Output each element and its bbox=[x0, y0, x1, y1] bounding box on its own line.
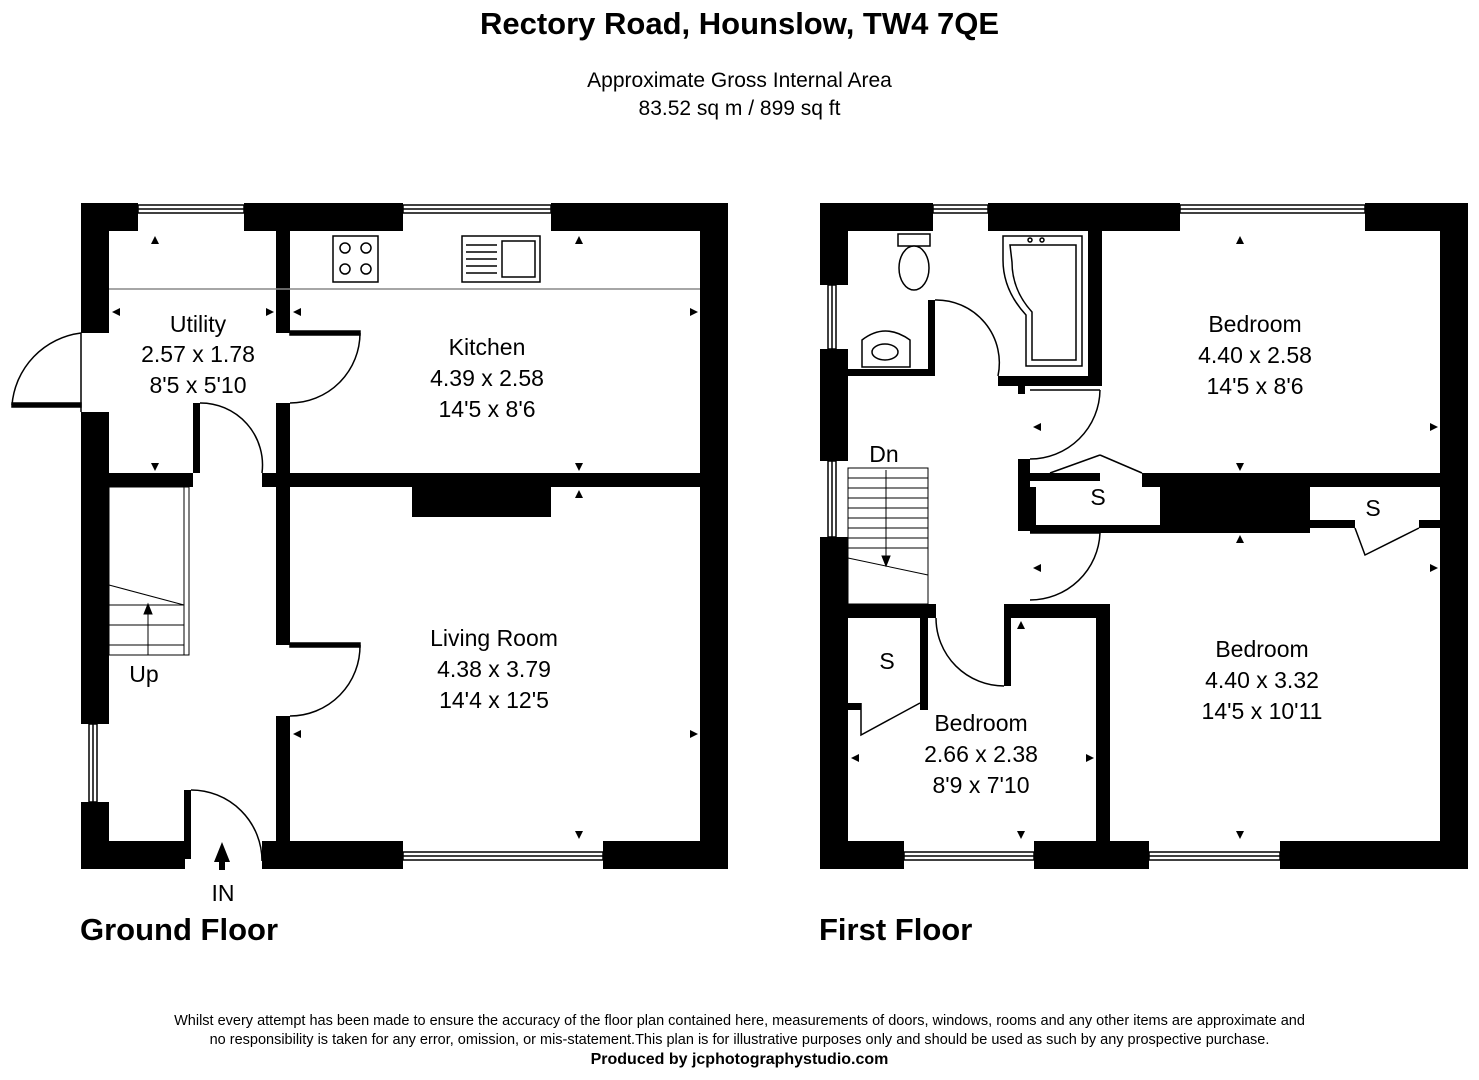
ground-floor-walls bbox=[81, 203, 728, 869]
sink-icon bbox=[461, 235, 541, 283]
room-name: Utility bbox=[170, 311, 227, 337]
room-imperial: 14'5 x 10'11 bbox=[1202, 698, 1323, 724]
ground-floor-doors bbox=[11, 330, 361, 862]
ground-floor-measure-arrows bbox=[112, 236, 698, 839]
first-floor-label: First Floor bbox=[819, 912, 973, 947]
entrance-arrow-icon bbox=[214, 842, 230, 870]
stairs-up bbox=[108, 486, 190, 656]
room-metric: 4.40 x 3.32 bbox=[1205, 667, 1319, 693]
first-floor-measure-arrows bbox=[851, 236, 1438, 839]
room-name: Kitchen bbox=[449, 334, 526, 360]
entrance-label: IN bbox=[212, 880, 235, 906]
plan-title: Rectory Road, Hounslow, TW4 7QE bbox=[479, 6, 1000, 41]
room-name: Bedroom bbox=[1215, 636, 1308, 662]
area-heading: Approximate Gross Internal Area bbox=[587, 69, 892, 92]
ground-floor-windows bbox=[88, 204, 604, 861]
disclaimer-line-1: Whilst every attempt has been made to en… bbox=[174, 1013, 1305, 1029]
room-bedroom-2: Bedroom 4.40 x 3.32 14'5 x 10'11 bbox=[1202, 636, 1323, 724]
first-floor-plan: Bedroom 4.40 x 2.58 14'5 x 8'6 Bedroom 4… bbox=[820, 203, 1468, 869]
stairs-up-label: Up bbox=[129, 661, 158, 687]
room-metric: 4.38 x 3.79 bbox=[437, 656, 551, 682]
disclaimer-line-2: no responsibility is taken for any error… bbox=[209, 1032, 1270, 1048]
room-imperial: 14'4 x 12'5 bbox=[439, 687, 549, 713]
room-metric: 4.39 x 2.58 bbox=[430, 365, 544, 391]
ground-floor-plan: Utility 2.57 x 1.78 8'5 x 5'10 Kitchen 4… bbox=[11, 203, 728, 906]
room-imperial: 8'5 x 5'10 bbox=[149, 372, 246, 398]
room-imperial: 8'9 x 7'10 bbox=[932, 772, 1029, 798]
room-imperial: 14'5 x 8'6 bbox=[1206, 373, 1303, 399]
room-name: Bedroom bbox=[1208, 311, 1301, 337]
room-metric: 4.40 x 2.58 bbox=[1198, 342, 1312, 368]
stairs-down-label: Dn bbox=[869, 441, 898, 467]
room-name: Bedroom bbox=[934, 710, 1027, 736]
room-bedroom-3: Bedroom 2.66 x 2.38 8'9 x 7'10 bbox=[924, 710, 1038, 798]
hob-icon bbox=[332, 235, 379, 283]
bath-icon bbox=[1002, 235, 1083, 367]
area-summary: Approximate Gross Internal Area 83.52 sq… bbox=[0, 67, 1479, 123]
toilet-icon bbox=[897, 233, 931, 291]
stairs-down bbox=[847, 467, 929, 605]
area-value: 83.52 sq m / 899 sq ft bbox=[638, 97, 841, 120]
room-metric: 2.66 x 2.38 bbox=[924, 741, 1038, 767]
first-floor-doors bbox=[860, 299, 1420, 737]
room-name: Living Room bbox=[430, 625, 558, 651]
storage-label: S bbox=[879, 648, 894, 674]
room-utility: Utility 2.57 x 1.78 8'5 x 5'10 bbox=[141, 311, 255, 398]
storage-label: S bbox=[1090, 484, 1105, 510]
room-kitchen: Kitchen 4.39 x 2.58 14'5 x 8'6 bbox=[430, 334, 544, 422]
storage-label: S bbox=[1365, 495, 1380, 521]
basin-icon bbox=[861, 330, 911, 368]
producer-credit: Produced by jcphotographystudio.com bbox=[590, 1051, 889, 1068]
room-living-room: Living Room 4.38 x 3.79 14'4 x 12'5 bbox=[430, 625, 558, 713]
room-imperial: 14'5 x 8'6 bbox=[438, 396, 535, 422]
ground-floor-label: Ground Floor bbox=[80, 912, 279, 947]
first-floor-walls bbox=[820, 203, 1468, 869]
room-bedroom-1: Bedroom 4.40 x 2.58 14'5 x 8'6 bbox=[1198, 311, 1312, 399]
disclaimer: Whilst every attempt has been made to en… bbox=[0, 1012, 1479, 1069]
room-metric: 2.57 x 1.78 bbox=[141, 341, 255, 367]
first-floor-windows bbox=[827, 204, 1366, 861]
